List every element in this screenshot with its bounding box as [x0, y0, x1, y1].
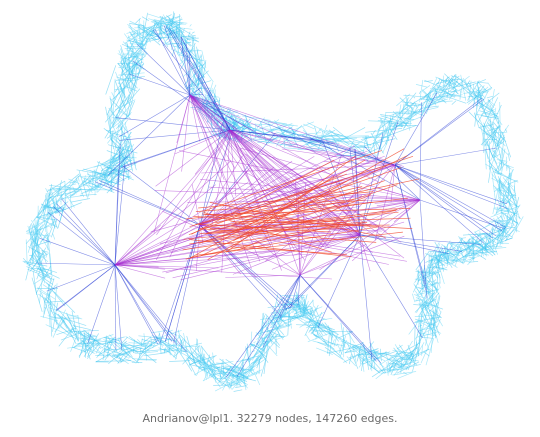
longest-edges — [182, 148, 420, 260]
graph-drawing — [22, 11, 524, 392]
graph-caption: Andrianov@lpl1. 32279 nodes, 147260 edge… — [142, 412, 398, 425]
medium-edges — [36, 25, 508, 378]
graph-visualization — [22, 11, 524, 392]
